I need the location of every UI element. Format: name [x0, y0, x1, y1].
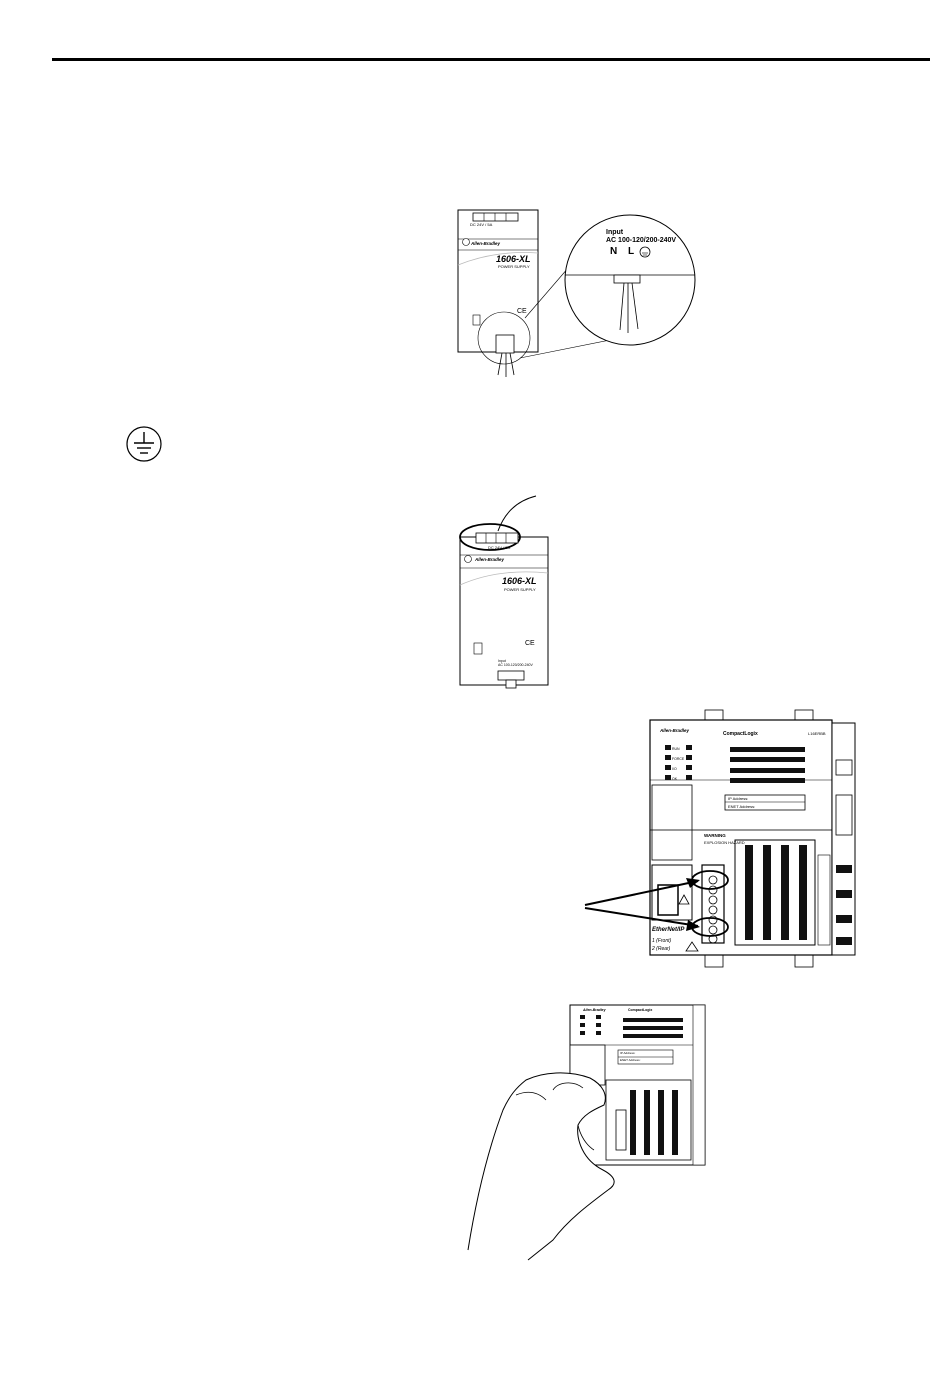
hand-fig-enet-label: ENET Address: [620, 1058, 641, 1062]
power-supply-output-figure: DC 24V / 5A Allen-Bradley 1606-XL POWER … [458, 493, 558, 693]
warning-subtitle: EXPLOSION HAZARD [704, 840, 745, 845]
status-labels: RUN FORCE I/O OK [672, 744, 684, 784]
dc-rating-label: DC 24V / 5A [470, 222, 493, 227]
status-label-ok: OK [672, 777, 678, 781]
product-subtitle-2: POWER SUPPLY [504, 587, 536, 592]
status-label-run: RUN [672, 747, 680, 751]
status-label-force: FORCE [672, 757, 685, 761]
hand-fig-ip-label: IP Address: [620, 1051, 636, 1055]
magnified-input-title: Input [606, 229, 624, 236]
model-label-2: 1606-XL [502, 576, 537, 586]
port-1-label: 1 (Front) [652, 938, 672, 944]
pin-l-label: L [628, 246, 635, 257]
power-supply-input-figure: DC 24V / 5A Allen-Bradley 1606-XL POWER … [440, 205, 700, 380]
brand-label: Allen-Bradley [471, 241, 501, 246]
controller-power-terminal-figure: Allen-Bradley CompactLogix L16ERBB IP Ad… [580, 705, 860, 975]
warning-title: WARNING [704, 833, 726, 838]
controller-product: CompactLogix [723, 731, 758, 737]
magnified-input-rating: AC 100-120/200-240V [606, 237, 677, 244]
port-2-label: 2 (Rear) [652, 946, 671, 952]
enet-address-label: ENET Address: [728, 804, 756, 809]
input-rating-2: AC 100-120/200-240V [498, 663, 533, 667]
ce-mark-2: CE [525, 640, 535, 647]
brand-label-2: Allen-Bradley [475, 557, 505, 562]
hand-fig-brand: Allen-Bradley [583, 1008, 606, 1012]
dc-rating-label-2: DC 24V / 5A [488, 545, 511, 550]
model-label: 1606-XL [496, 254, 531, 264]
product-subtitle: POWER SUPPLY [498, 264, 530, 269]
io-led-grid [730, 747, 805, 783]
status-label-io: I/O [672, 767, 677, 771]
ip-address-label: IP Address: [728, 796, 749, 801]
hand-fig-product: CompactLogix [628, 1008, 653, 1012]
hand-terminal-figure: Allen-Bradley CompactLogix IP Address: E… [458, 1000, 718, 1285]
controller-brand: Allen-Bradley [660, 728, 690, 733]
controller-catalog: L16ERBB [808, 731, 826, 736]
ground-symbol-icon [125, 425, 163, 463]
input-title-2: Input [498, 659, 506, 663]
ethernet-ip-label: EtherNet/IP [652, 927, 685, 933]
ce-mark: CE [517, 308, 527, 315]
header-rule [52, 58, 930, 61]
pin-n-label: N [610, 246, 618, 257]
